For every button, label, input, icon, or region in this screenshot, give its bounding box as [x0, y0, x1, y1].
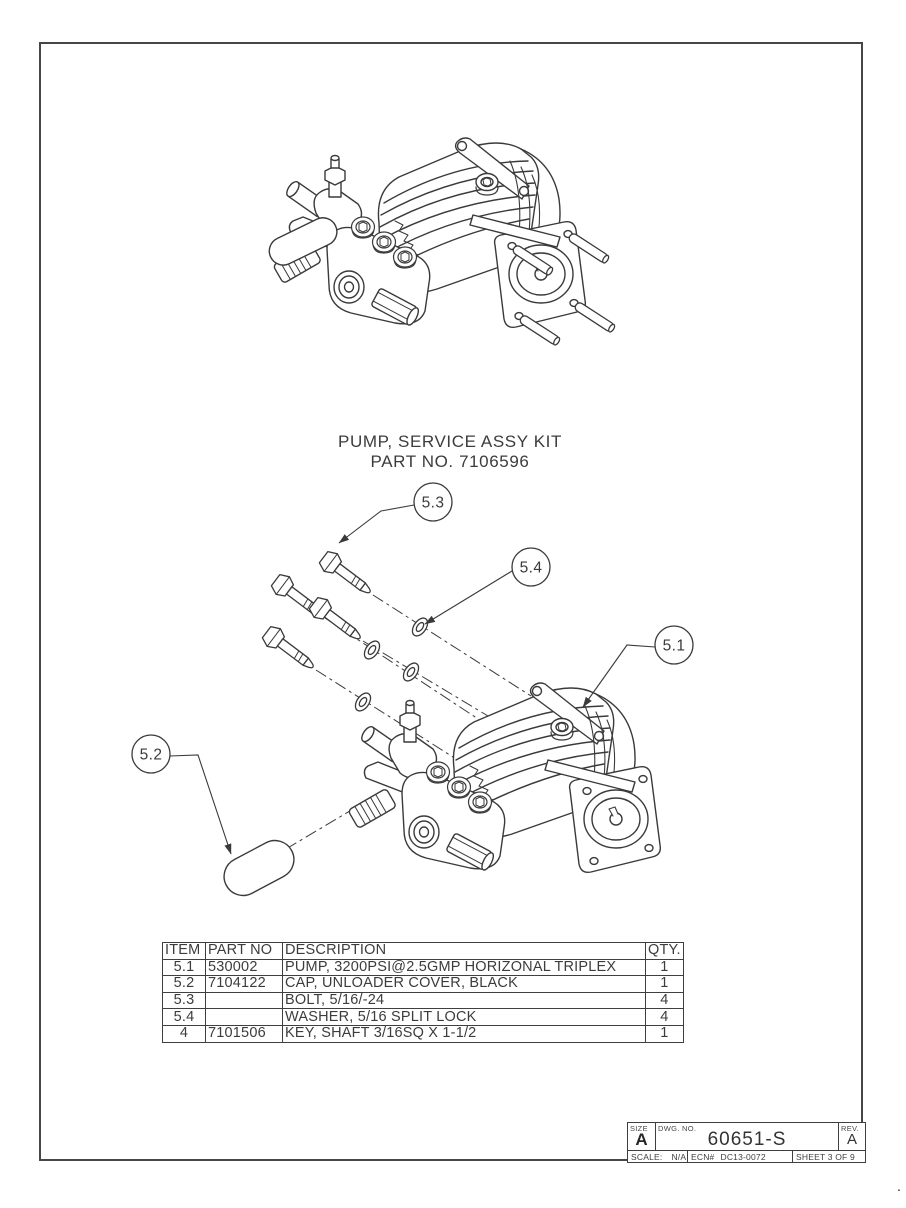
bolts-5-3 [259, 547, 378, 677]
cell-qty: 1 [645, 1024, 684, 1043]
scale-value: N/A [671, 1151, 687, 1162]
pump-assembled-drawing [268, 138, 617, 347]
ecn-value: DC13-0072 [720, 1151, 766, 1162]
cell-item: 5.1 [162, 958, 206, 977]
cell-qty: 4 [645, 1008, 684, 1026]
cell-item: 5.2 [162, 975, 206, 993]
size-cell: SIZE A [628, 1123, 656, 1150]
cell-item: 5.3 [162, 991, 206, 1010]
header-qty: QTY. [645, 942, 684, 960]
balloon-5-2-circle [131, 734, 171, 774]
cell-part-no: 7101506 [205, 1024, 283, 1043]
balloon-5-1-label: 5.1 [663, 638, 686, 655]
sheet-value: SHEET 3 OF 9 [796, 1151, 855, 1162]
rev-value: A [846, 1131, 857, 1148]
drawing-border-frame [39, 42, 863, 1161]
scale-label: SCALE: [631, 1151, 663, 1162]
cell-part-no: 530002 [205, 958, 283, 977]
leader-5-3 [338, 504, 415, 544]
dwg-no-label: DWG. NO. [658, 1124, 697, 1133]
leader-5-1 [582, 644, 656, 708]
header-item: ITEM [162, 942, 206, 960]
table-row: 5.1 530002 PUMP, 3200PSI@2.5GMP HORIZONA… [162, 958, 684, 977]
balloon-5-3-circle [413, 482, 453, 522]
ecn-label: ECN# [691, 1151, 715, 1162]
leader-lines [169, 504, 656, 855]
cell-qty: 1 [645, 975, 684, 993]
dwg-no-cell: DWG. NO. 60651-S [656, 1123, 839, 1150]
ecn-cell: ECN# DC13-0072 [688, 1151, 793, 1162]
parts-table-header-row: ITEM PART NO DESCRIPTION QTY. [162, 942, 684, 960]
cell-description: CAP, UNLOADER COVER, BLACK [282, 975, 646, 993]
exploded-view-figure: 5.3 5.4 5.1 5.2 [131, 482, 694, 897]
dwg-no-value: 60651-S [707, 1129, 787, 1150]
table-row: 5.2 7104122 CAP, UNLOADER COVER, BLACK 1 [162, 975, 684, 993]
title-block-row2: SCALE: N/A ECN# DC13-0072 SHEET 3 OF 9 [628, 1151, 865, 1162]
callout-balloons [131, 482, 694, 774]
cell-part-no [205, 991, 283, 1010]
balloon-5-4-label: 5.4 [520, 560, 543, 577]
balloon-5-4-circle [511, 547, 551, 587]
unloader-cap-5-2 [223, 839, 295, 897]
figure-title: PUMP, SERVICE ASSY KIT PART NO. 7106596 [250, 432, 650, 472]
header-part-no: PART NO [205, 942, 283, 960]
cell-item: 4 [162, 1024, 206, 1043]
table-row: 5.4 WASHER, 5/16 SPLIT LOCK 4 [162, 1008, 684, 1026]
parts-table: ITEM PART NO DESCRIPTION QTY. 5.1 530002… [162, 942, 684, 1043]
cell-part-no: 7104122 [205, 975, 283, 993]
rev-cell: REV. A [839, 1123, 865, 1150]
cell-qty: 4 [645, 991, 684, 1010]
figure-title-line2: PART NO. 7106596 [370, 452, 530, 471]
title-block: SIZE A DWG. NO. 60651-S REV. A SCALE: N/… [627, 1122, 866, 1163]
cell-description: PUMP, 3200PSI@2.5GMP HORIZONAL TRIPLEX [282, 958, 646, 977]
cell-description: KEY, SHAFT 3/16SQ X 1-1/2 [282, 1024, 646, 1043]
table-row: 5.3 BOLT, 5/16/-24 4 [162, 991, 684, 1010]
balloon-5-3-label: 5.3 [422, 495, 445, 512]
scale-cell: SCALE: N/A [628, 1151, 688, 1162]
pump-exploded-drawing [348, 683, 660, 872]
leader-5-4 [424, 570, 513, 625]
cell-qty: 1 [645, 958, 684, 977]
unloader-cap-installed [268, 217, 338, 266]
cell-description: BOLT, 5/16/-24 [282, 991, 646, 1010]
stray-period-mark: . [897, 1178, 901, 1194]
washers-5-4 [351, 614, 432, 715]
table-row: 4 7101506 KEY, SHAFT 3/16SQ X 1-1/2 1 [162, 1024, 684, 1043]
size-value: A [635, 1130, 648, 1149]
size-label: SIZE [630, 1124, 648, 1133]
cell-part-no [205, 1008, 283, 1026]
balloon-5-1-circle [654, 625, 694, 665]
title-block-row1: SIZE A DWG. NO. 60651-S REV. A [628, 1123, 865, 1151]
balloon-5-2-label: 5.2 [140, 747, 163, 764]
cell-item: 5.4 [162, 1008, 206, 1026]
sheet-cell: SHEET 3 OF 9 [793, 1151, 865, 1162]
figure-title-line1: PUMP, SERVICE ASSY KIT [338, 432, 562, 451]
cell-description: WASHER, 5/16 SPLIT LOCK [282, 1008, 646, 1026]
leader-5-2 [169, 754, 232, 855]
assembled-pump-figure [268, 123, 617, 347]
rev-label: REV. [841, 1124, 860, 1133]
callout-labels: 5.3 5.4 5.1 5.2 [140, 495, 686, 764]
header-description: DESCRIPTION [282, 942, 646, 960]
